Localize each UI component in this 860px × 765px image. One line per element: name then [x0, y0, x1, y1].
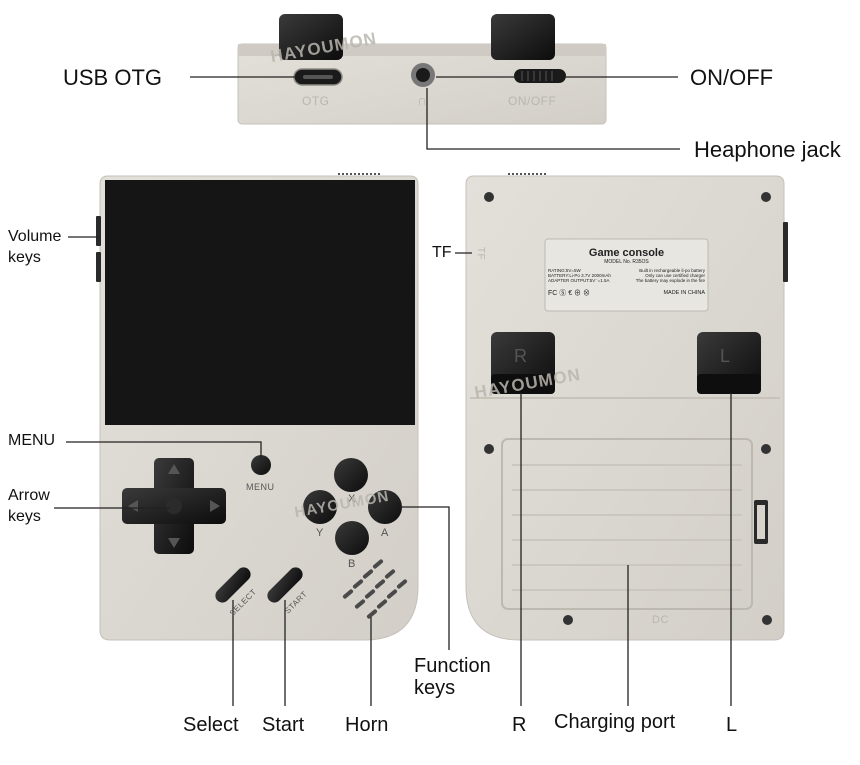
label-function-keys-line2: keys — [414, 677, 456, 699]
screws — [484, 192, 772, 625]
speaker-grille — [342, 559, 408, 619]
leader-lines — [54, 76, 732, 706]
dc-print: DC — [652, 614, 669, 626]
menu-print: MENU — [246, 482, 275, 492]
sticker-text: Game console MODEL No. R35OS RATING:5V=5… — [548, 242, 705, 308]
top-view — [237, 14, 607, 125]
menu-button — [251, 455, 271, 475]
top-shoulder-right — [491, 14, 555, 60]
sticker-l3-right: The battery may explode in the fire — [635, 278, 705, 283]
power-switch-label: ON/OFF — [508, 94, 557, 108]
label-volume-keys-line2: keys — [8, 249, 41, 266]
label-menu: MENU — [8, 432, 56, 449]
volume-key-down — [96, 252, 101, 282]
tf-print: TF — [475, 246, 487, 261]
x-button — [334, 458, 368, 492]
x-print: X — [348, 493, 356, 505]
label-headphone-jack: Heaphone jack — [694, 137, 841, 162]
a-button — [368, 490, 402, 524]
label-on-off: ON/OFF — [690, 65, 774, 90]
screen — [105, 180, 415, 425]
y-print: Y — [316, 527, 324, 539]
sticker-made-in: MADE IN CHINA — [663, 290, 705, 296]
battery-cover — [501, 438, 753, 610]
top-shoulder-left — [279, 14, 343, 60]
label-charging-port: Charging port — [554, 711, 676, 733]
label-volume-keys-line1: Volume — [8, 228, 62, 245]
sticker-l2-left: BATTERY:Li-Po 3.7V 2000mAh — [548, 273, 611, 278]
b-button — [335, 521, 369, 555]
label-function-keys-line1: Function — [414, 655, 491, 677]
label-function-keys: Function keys — [414, 655, 491, 699]
volume-key-up — [96, 216, 101, 246]
d-pad — [122, 458, 226, 554]
sticker-l1-right: Built in rechargeable li-po battery — [639, 268, 705, 273]
sticker-title: Game console — [588, 247, 665, 259]
otg-port-label: OTG — [302, 94, 330, 108]
a-print: A — [381, 527, 389, 539]
sticker-l2-right: Only can use certified charger — [645, 273, 705, 278]
front-view — [96, 173, 419, 641]
r-print: R — [514, 346, 528, 366]
headphone-symbol: ∩ — [417, 92, 428, 108]
label-select: Select — [183, 714, 239, 736]
y-button — [303, 490, 337, 524]
label-horn: Horn — [345, 714, 389, 736]
label-arrow-keys-line2: keys — [8, 508, 41, 525]
b-print: B — [348, 558, 356, 570]
back-view — [465, 173, 788, 641]
label-usb-otg: USB OTG — [63, 65, 163, 90]
sticker-model: MODEL No. R35OS — [604, 259, 649, 265]
sticker-cert-marks: FC Ⓢ € ⊕ ⊗ — [548, 290, 591, 297]
label-l: L — [726, 714, 738, 736]
start-button — [267, 567, 303, 603]
select-button — [215, 567, 251, 603]
sticker-l3-left: ADAPTER OUTPUT:5V⁻=1.5A — [548, 278, 610, 283]
label-volume-keys: Volume keys — [8, 226, 61, 268]
label-tf: TF — [432, 244, 452, 261]
label-r: R — [512, 714, 527, 736]
label-start: Start — [262, 714, 305, 736]
l-print: L — [720, 346, 731, 366]
label-arrow-keys: Arrow keys — [8, 485, 50, 527]
label-sticker — [544, 238, 709, 312]
sticker-l1-left: RATING:5V=5W — [548, 268, 581, 273]
label-arrow-keys-line1: Arrow — [8, 487, 50, 504]
